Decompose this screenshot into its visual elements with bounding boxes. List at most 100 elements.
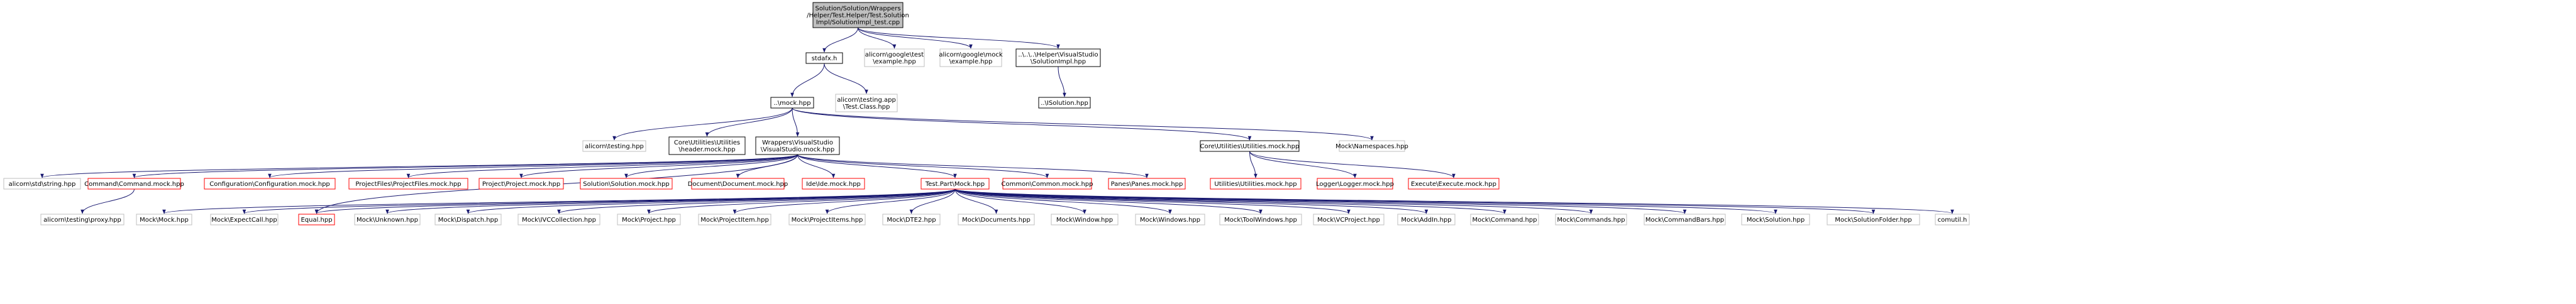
edge-testpartmock-to-addin: [954, 188, 1429, 214]
node-box-mocknamespaces: [1339, 140, 1405, 152]
node-label-solimpl: ..\..\..\Helper\VisualStudio: [1018, 52, 1098, 58]
edge-mock-to-vsmock: [792, 107, 800, 137]
node-label-mproject: Mock\Project.hpp: [622, 217, 676, 224]
node-utilmock[interactable]: Core\Utilities\Utilities.mock.hpp: [1200, 140, 1300, 152]
edge-utilmock-to-utilitiesmock: [1249, 151, 1258, 178]
node-root[interactable]: Solution/Solution/Wrappers/Helper/Test.H…: [807, 2, 909, 28]
node-dte2: Mock\DTE2.hpp: [882, 214, 941, 225]
node-projectitems: Mock\ProjectItems.hpp: [788, 214, 866, 225]
node-box-toolwindows: [1219, 214, 1302, 225]
node-vccollection: Mock\IVCCollection.hpp: [517, 214, 600, 225]
node-label-projfilesmock: ProjectFiles\ProjectFiles.mock.hpp: [355, 181, 461, 188]
node-label-testapp: alicorn\testing.app: [837, 97, 896, 104]
node-label-commands: Mock\Commands.hpp: [1557, 217, 1625, 224]
node-box-gtest: [864, 48, 925, 67]
node-box-windows: [1135, 214, 1205, 225]
node-box-documents: [958, 214, 1035, 225]
node-label-addin: Mock\AddIn.hpp: [1401, 217, 1451, 224]
node-label-testapp: \Test.Class.hpp: [843, 104, 890, 111]
node-label-utilheader: Core\Utilities\Utilities: [674, 139, 740, 146]
node-box-equal: [298, 214, 335, 225]
node-vsmock[interactable]: Wrappers\VisualStudio\VisualStudio.mock.…: [755, 136, 840, 155]
node-projfilesmock[interactable]: ProjectFiles\ProjectFiles.mock.hpp: [348, 178, 468, 190]
edge-utilmock-to-executemock: [1249, 151, 1456, 178]
edge-testpartmock-to-unknown: [385, 188, 956, 214]
edge-testpartmock-to-commands: [954, 188, 1593, 214]
node-isolution[interactable]: ..\ISolution.hpp: [1038, 97, 1091, 109]
node-box-atesting: [582, 140, 646, 152]
node-label-vsmock: Wrappers\VisualStudio: [762, 139, 833, 146]
node-box-mproject: [617, 214, 681, 225]
node-commonmock[interactable]: Common\Common.mock.hpp: [1002, 178, 1093, 190]
edge-mock-to-utilmock: [792, 107, 1252, 141]
node-atesting: alicorn\testing.hpp: [582, 140, 646, 152]
node-solutionmock[interactable]: Solution\Solution.mock.hpp: [580, 178, 673, 190]
node-label-mocknamespaces: Mock\Namespaces.hpp: [1335, 143, 1408, 150]
edge-testpartmock-to-mproject: [647, 188, 956, 214]
edge-vsmock-to-configmock: [268, 154, 798, 178]
node-configmock[interactable]: Configuration\Configuration.mock.hpp: [204, 178, 336, 190]
node-label-gtest: alicorn\google\test: [865, 52, 924, 58]
node-box-solutionfolder: [1827, 214, 1920, 225]
node-label-command: Mock\Command.hpp: [1472, 217, 1537, 224]
node-gmock: alicorn\google\mock\example.hpp: [939, 48, 1003, 67]
node-box-window: [1051, 214, 1119, 225]
node-equal[interactable]: Equal.hpp: [298, 214, 335, 225]
node-label-toolwindows: Mock\ToolWindows.hpp: [1224, 217, 1297, 224]
node-executemock[interactable]: Execute\Execute.mock.hpp: [1408, 178, 1500, 190]
edge-vsmock-to-testpartmock: [797, 154, 957, 178]
node-label-mockmock: Mock\Mock.hpp: [140, 217, 189, 224]
node-label-root: Solution/Solution/Wrappers: [815, 6, 900, 13]
edge-testpartmock-to-vcproject: [954, 188, 1351, 214]
node-label-commonmock: Common\Common.mock.hpp: [1002, 181, 1093, 188]
node-commandbars: Mock\CommandBars.hpp: [1644, 214, 1726, 225]
edge-root-to-gtest: [858, 27, 897, 49]
node-label-equal: Equal.hpp: [301, 217, 332, 224]
edge-stdafx-to-mock: [790, 63, 825, 97]
node-addin: Mock\AddIn.hpp: [1397, 214, 1456, 225]
node-dispatch: Mock\Dispatch.hpp: [434, 214, 502, 225]
edge-testpartmock-to-window: [954, 188, 1086, 214]
node-vcproject: Mock\VCProject.hpp: [1313, 214, 1385, 225]
node-solimpl[interactable]: ..\..\..\Helper\VisualStudio\SolutionImp…: [1015, 48, 1101, 67]
node-box-projfilesmock: [348, 178, 468, 190]
node-idemock[interactable]: Ide\Ide.mock.hpp: [802, 178, 865, 190]
node-unknown: Mock\Unknown.hpp: [354, 214, 421, 225]
node-box-root: [812, 2, 904, 28]
node-commandmock[interactable]: Command\Command.mock.hpp: [84, 178, 184, 190]
node-label-stdafx: stdafx.h: [812, 55, 837, 62]
node-label-testpartmock: Test.Part\Mock.hpp: [925, 181, 985, 188]
node-loggermock[interactable]: Logger\Logger.mock.hpp: [1316, 178, 1394, 190]
edges: [40, 27, 1954, 214]
node-windows: Mock\Windows.hpp: [1135, 214, 1205, 225]
node-box-utilitiesmock: [1210, 178, 1302, 190]
node-box-expectcall: [210, 214, 279, 225]
edge-mock-to-mocknamespaces: [792, 107, 1374, 141]
edge-testpartmock-to-documents: [954, 188, 998, 214]
node-box-executemock: [1408, 178, 1500, 190]
node-utilheader[interactable]: Core\Utilities\Utilities\header.mock.hpp: [668, 136, 746, 155]
node-label-configmock: Configuration\Configuration.mock.hpp: [209, 181, 330, 188]
node-documentmock[interactable]: Document\Document.mock.hpp: [688, 178, 788, 190]
node-label-solutionmock: Solution\Solution.mock.hpp: [583, 181, 669, 188]
node-projectmock[interactable]: Project\Project.mock.hpp: [478, 178, 564, 190]
node-label-projectmock: Project\Project.mock.hpp: [482, 181, 560, 188]
node-testpartmock[interactable]: Test.Part\Mock.hpp: [920, 178, 990, 190]
node-utilitiesmock[interactable]: Utilities\Utilities.mock.hpp: [1210, 178, 1302, 190]
node-box-commands: [1555, 214, 1627, 225]
edge-testpartmock-to-command: [954, 188, 1506, 214]
edge-testpartmock-to-commandbars: [954, 188, 1686, 214]
edge-root-to-stdafx: [822, 27, 858, 53]
node-stdafx[interactable]: stdafx.h: [805, 52, 843, 64]
node-panesmock[interactable]: Panes\Panes.mock.hpp: [1108, 178, 1186, 190]
edge-testpartmock-to-vccollection: [557, 188, 956, 214]
node-label-dispatch: Mock\Dispatch.hpp: [438, 217, 499, 224]
edge-testpartmock-to-projectitem: [732, 188, 956, 214]
node-box-loggermock: [1317, 178, 1393, 190]
edge-testpartmock-to-dte2: [909, 188, 956, 214]
node-label-loggermock: Logger\Logger.mock.hpp: [1316, 181, 1394, 188]
node-mock[interactable]: ..\mock.hpp: [770, 97, 814, 109]
node-label-gtest: \example.hpp: [873, 58, 916, 65]
node-label-vcproject: Mock\VCProject.hpp: [1317, 217, 1380, 224]
node-box-utilheader: [668, 136, 746, 155]
